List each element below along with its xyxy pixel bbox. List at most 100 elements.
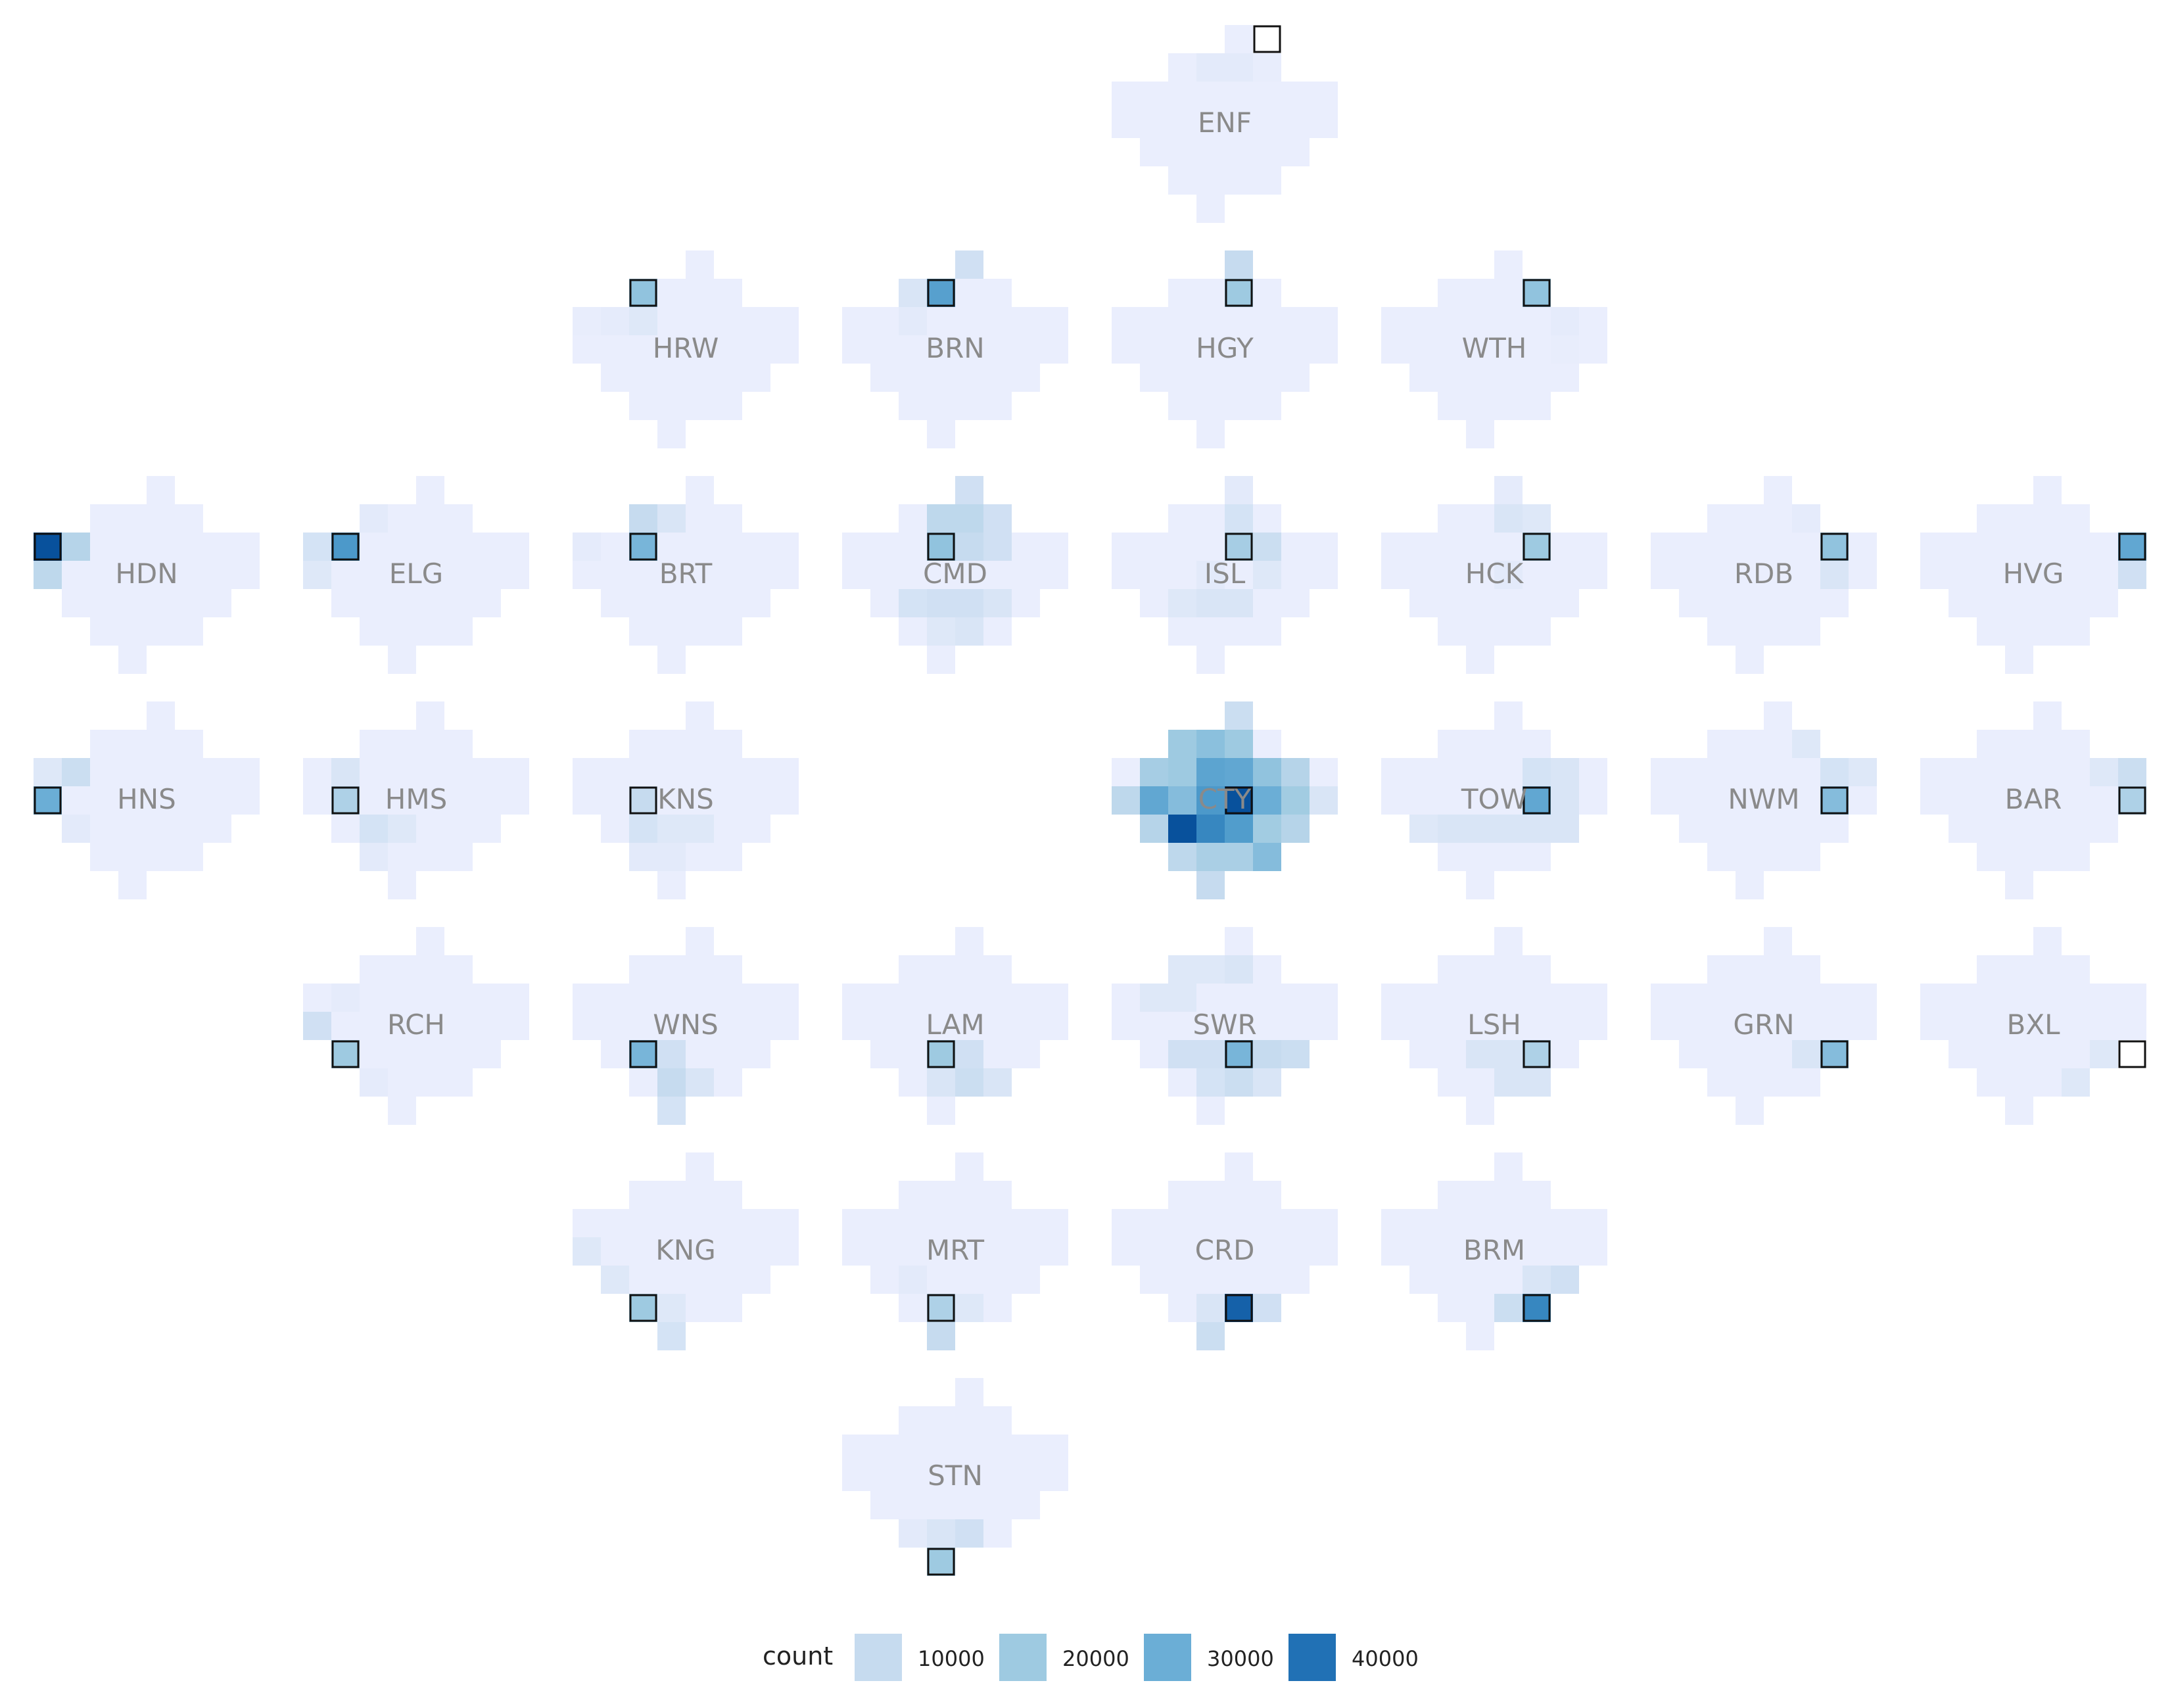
flow-cell	[203, 815, 231, 843]
flow-cell	[1281, 758, 1310, 786]
flow-cell	[842, 1209, 870, 1237]
flow-cell	[1281, 786, 1310, 815]
flow-cell	[927, 1322, 955, 1350]
flow-cell	[983, 533, 1012, 561]
flow-cell	[1409, 533, 1438, 561]
flow-cell	[657, 1181, 686, 1209]
self-cell-outline	[2118, 1040, 2146, 1068]
flow-cell	[1253, 82, 1281, 110]
self-flow-cell	[1820, 533, 1849, 561]
flow-cell	[1196, 195, 1225, 223]
flow-cell	[1920, 561, 1949, 589]
flow-cell	[714, 955, 742, 984]
flow-cell	[657, 420, 686, 448]
self-flow-cell	[1523, 786, 1551, 815]
flow-cell	[1466, 617, 1494, 646]
flow-cell	[1466, 730, 1494, 758]
flow-cell	[1494, 701, 1523, 730]
flow-cell	[416, 617, 444, 646]
flow-cell	[1551, 307, 1579, 335]
flow-cell	[1225, 1266, 1253, 1294]
flow-cell	[1977, 504, 2005, 533]
flow-cell	[1707, 533, 1736, 561]
flow-cell	[955, 561, 983, 589]
flow-cell	[175, 815, 203, 843]
flow-cell	[1381, 561, 1409, 589]
flow-cell	[1012, 1040, 1040, 1068]
borough-panel-hns: HNS	[34, 701, 260, 899]
flow-cell	[714, 984, 742, 1012]
flow-cell	[601, 984, 629, 1012]
flow-cell	[1551, 1012, 1579, 1040]
flow-cell	[1409, 364, 1438, 392]
flow-cell	[657, 955, 686, 984]
flow-cell	[1196, 138, 1225, 166]
flow-cell	[1494, 1152, 1523, 1181]
flow-cell	[899, 335, 927, 364]
flow-cell	[657, 871, 686, 899]
flow-cell	[388, 617, 416, 646]
flow-cell	[1381, 984, 1409, 1012]
flow-cell	[1225, 504, 1253, 533]
flow-cell	[1551, 1266, 1579, 1294]
flow-cell	[1253, 53, 1281, 82]
flow-cell	[1849, 561, 1877, 589]
flow-cell	[1707, 758, 1736, 786]
flow-cell	[955, 1294, 983, 1322]
flow-cell	[388, 786, 416, 815]
flow-cell	[899, 1209, 927, 1237]
flow-cell	[2062, 617, 2090, 646]
flow-cell	[331, 589, 360, 617]
flow-cell	[388, 815, 416, 843]
flow-cell	[1707, 730, 1736, 758]
flow-cell	[2062, 1068, 2090, 1097]
flow-cell	[1281, 815, 1310, 843]
flow-cell	[1977, 730, 2005, 758]
flow-cell	[955, 392, 983, 420]
legend-label: 20000	[1062, 1646, 1129, 1671]
flow-cell	[1949, 815, 1977, 843]
flow-cell	[2033, 955, 2062, 984]
borough-panel-cmd: CMD	[842, 476, 1068, 674]
flow-cell	[770, 984, 799, 1012]
flow-cell	[686, 1012, 714, 1040]
flow-cell	[1764, 589, 1792, 617]
flow-cell	[1736, 984, 1764, 1012]
flow-cell	[1112, 561, 1140, 589]
self-flow-cell	[1523, 1294, 1551, 1322]
flow-cell	[657, 279, 686, 307]
flow-cell	[1679, 786, 1707, 815]
flow-cell	[1523, 504, 1551, 533]
flow-cell	[1551, 1209, 1579, 1237]
flow-cell	[1494, 758, 1523, 786]
flow-cell	[2033, 1068, 2062, 1097]
flow-cell	[1253, 589, 1281, 617]
flow-cell	[714, 730, 742, 758]
flow-cell	[1438, 617, 1466, 646]
flow-cell	[686, 730, 714, 758]
flow-cell	[1409, 561, 1438, 589]
flow-cell	[955, 1519, 983, 1548]
flow-cell	[1253, 561, 1281, 589]
flow-cell	[2005, 815, 2033, 843]
flow-cell	[1494, 392, 1523, 420]
flow-cell	[1736, 1012, 1764, 1040]
flow-cell	[1253, 843, 1281, 871]
flow-cell	[1579, 758, 1607, 786]
flow-cell	[473, 1040, 501, 1068]
flow-cell	[1792, 843, 1820, 871]
flow-cell	[770, 561, 799, 589]
flow-cell	[1196, 1266, 1225, 1294]
flow-cell	[927, 589, 955, 617]
flow-cell	[2033, 730, 2062, 758]
self-flow-cell	[34, 533, 62, 561]
flow-cell	[1225, 1068, 1253, 1097]
borough-label: HDN	[115, 557, 177, 590]
flow-cell	[1494, 786, 1523, 815]
flow-cell	[573, 533, 601, 561]
flow-cell	[899, 307, 927, 335]
flow-cell	[629, 617, 657, 646]
flow-cell	[1849, 786, 1877, 815]
flow-cell	[1736, 646, 1764, 674]
flow-cell	[1494, 1237, 1523, 1266]
